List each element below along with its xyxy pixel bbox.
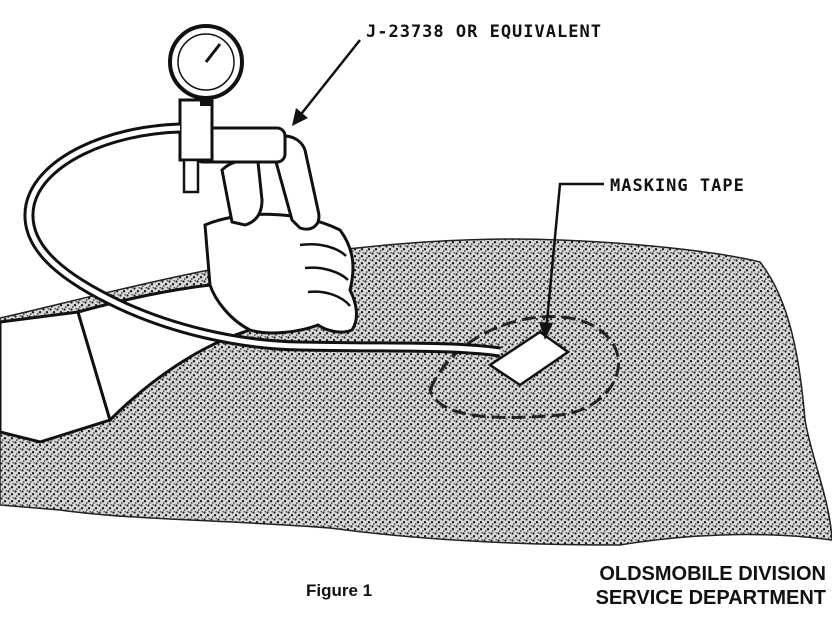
- tape-callout-arrow: [544, 182, 604, 333]
- hand: [203, 212, 358, 335]
- gauge-needle: [204, 43, 222, 63]
- tool-callout-label: J-23738 OR EQUIVALENT: [366, 22, 602, 42]
- credit-line-department: SERVICE DEPARTMENT: [595, 587, 826, 609]
- seal-groove: [428, 315, 620, 419]
- gauge-stem: [200, 96, 212, 106]
- credit-line-division: OLDSMOBILE DIVISION: [599, 563, 826, 585]
- tool-callout-arrowhead: [292, 108, 308, 126]
- sleeve-cuff: [0, 310, 112, 444]
- tool-callout-arrow: [297, 39, 361, 119]
- hose-highlight: [26, 125, 501, 355]
- valve-body: [178, 98, 214, 162]
- figure-caption: Figure 1: [306, 581, 373, 600]
- credit-block: OLDSMOBILE DIVISION SERVICE DEPARTMENT: [596, 562, 826, 610]
- tape-callout-label: MASKING TAPE: [610, 176, 745, 196]
- valve-outlet: [182, 158, 200, 194]
- masking-tape: [487, 330, 571, 387]
- tape-callout-arrowhead: [539, 322, 553, 340]
- pump-grip: [220, 158, 264, 227]
- finger-lines: [299, 243, 351, 307]
